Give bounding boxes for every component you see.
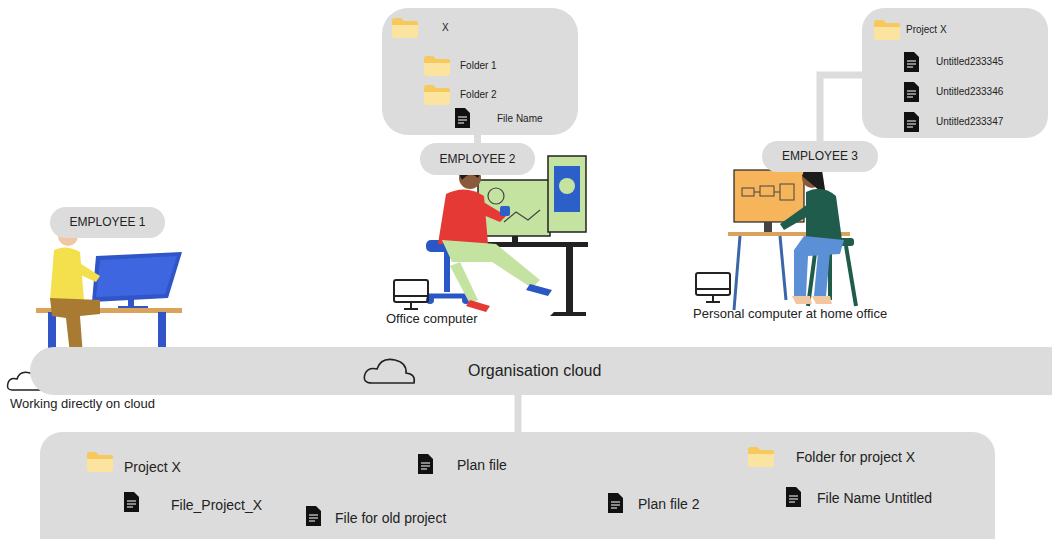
node-text: File Name Untitled [817,490,932,507]
node-text: Folder 1 [460,60,497,72]
node-text: Organisation cloud [468,361,601,380]
monitor-icon [696,273,730,302]
connector [518,393,519,434]
node-text: File for old project [335,510,446,527]
file-icon [904,112,919,132]
node-text: Project X [906,24,947,36]
node-text: Untitled233345 [936,56,1003,68]
node-text: EMPLOYEE 1 [69,215,145,229]
node-text: Plan file [457,457,507,474]
folder-icon [392,18,418,38]
node-text: EMPLOYEE 3 [782,149,858,163]
node-text: Project X [124,459,181,476]
employee-pill: EMPLOYEE 1 [50,207,165,238]
node-text: File Name [497,113,543,125]
node-text: Untitled233347 [936,116,1003,128]
folder-icon [87,452,113,472]
folder-icon [874,20,900,40]
node-text: X [442,22,449,34]
node-text: EMPLOYEE 2 [439,152,515,166]
employee-pill: EMPLOYEE 3 [762,141,878,172]
folder-icon [424,85,450,105]
icon-layer [30,347,40,357]
file-icon [904,82,919,102]
file-icon [306,506,321,526]
caption-label: Office computer [386,311,478,327]
node-text: File_Project_X [171,497,262,514]
node-text: Folder for project X [796,449,915,466]
file-icon [786,487,801,507]
file-icon [124,492,139,512]
employee-pill: EMPLOYEE 2 [420,143,535,175]
icon-layer [862,8,872,18]
node-text: Untitled233346 [936,86,1003,98]
folder-icon [748,447,774,467]
employee-2-figure [426,156,588,316]
cloud-band: Organisation cloud [30,347,1052,395]
file-tree-bubble: X Folder 1 Folder 2File Name [382,8,578,135]
file-icon [418,454,433,474]
cloud-storage-panel: Project X Plan file Folder for project X Fi… [40,432,995,539]
caption-label: Working directly on cloud [10,396,155,412]
file-tree-bubble: Project X Untitled233345Untitled233346Unt… [862,8,1048,138]
employee-3-figure [728,166,856,310]
file-icon [455,108,470,128]
node-text: Folder 2 [460,89,497,101]
node-text: Plan file 2 [638,496,699,513]
file-icon [608,493,623,513]
connector [820,75,862,141]
caption-label: Personal computer at home office [693,306,887,322]
icon-layer [382,8,392,18]
cloud-icon [364,359,414,383]
folder-icon [424,56,450,76]
icon-layer [40,432,50,442]
file-icon [904,52,919,72]
monitor-icon [394,280,428,309]
